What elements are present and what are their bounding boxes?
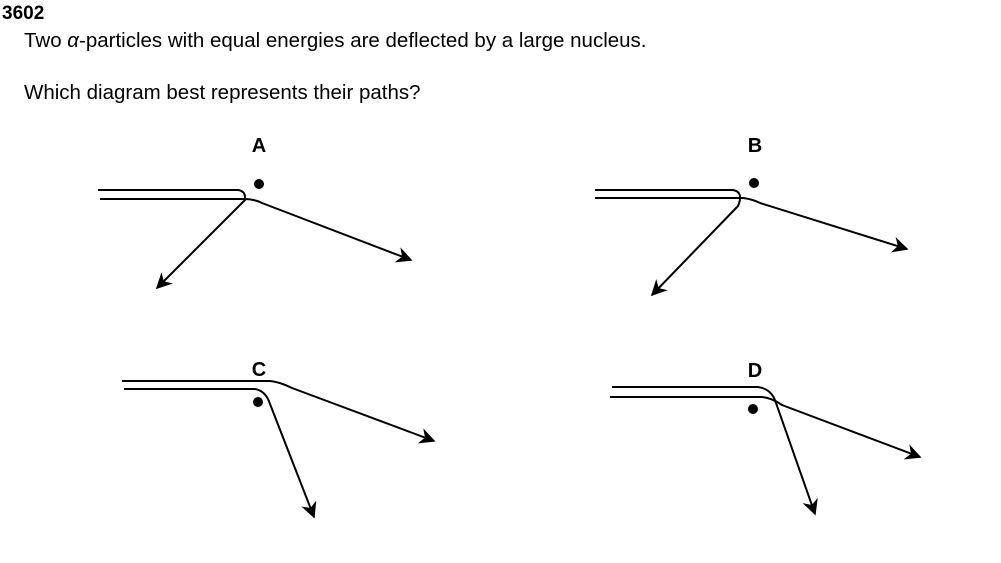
nucleus-dot bbox=[253, 397, 263, 407]
question-text: Two α-particles with equal energies are … bbox=[24, 29, 647, 53]
particle-path-1 bbox=[122, 380, 436, 444]
diagram-b[interactable]: B bbox=[595, 135, 909, 297]
nucleus-dot bbox=[254, 179, 264, 189]
nucleus-dot bbox=[748, 404, 758, 414]
alpha-symbol: α bbox=[67, 29, 79, 52]
diagram-a[interactable]: A bbox=[98, 135, 413, 290]
diagram-d[interactable]: D bbox=[610, 360, 922, 516]
text-prefix: Two bbox=[24, 29, 68, 52]
option-label: C bbox=[252, 359, 266, 381]
particle-path-2 bbox=[595, 197, 909, 253]
question-prompt: Which diagram best represents their path… bbox=[24, 81, 421, 104]
particle-path-2 bbox=[100, 198, 413, 263]
option-label: A bbox=[252, 135, 266, 157]
particle-path-2 bbox=[124, 388, 317, 519]
particle-path-2 bbox=[610, 396, 922, 460]
particle-path-1 bbox=[595, 189, 742, 297]
nucleus-dot bbox=[749, 178, 759, 188]
text-suffix: -particles with equal energies are defle… bbox=[79, 29, 647, 52]
option-label: D bbox=[748, 360, 762, 382]
particle-path-1 bbox=[98, 189, 247, 290]
option-label: B bbox=[748, 135, 762, 157]
particle-path-1 bbox=[612, 386, 818, 516]
question-number: 3602 bbox=[2, 3, 45, 24]
diagram-c[interactable]: C bbox=[122, 359, 436, 519]
